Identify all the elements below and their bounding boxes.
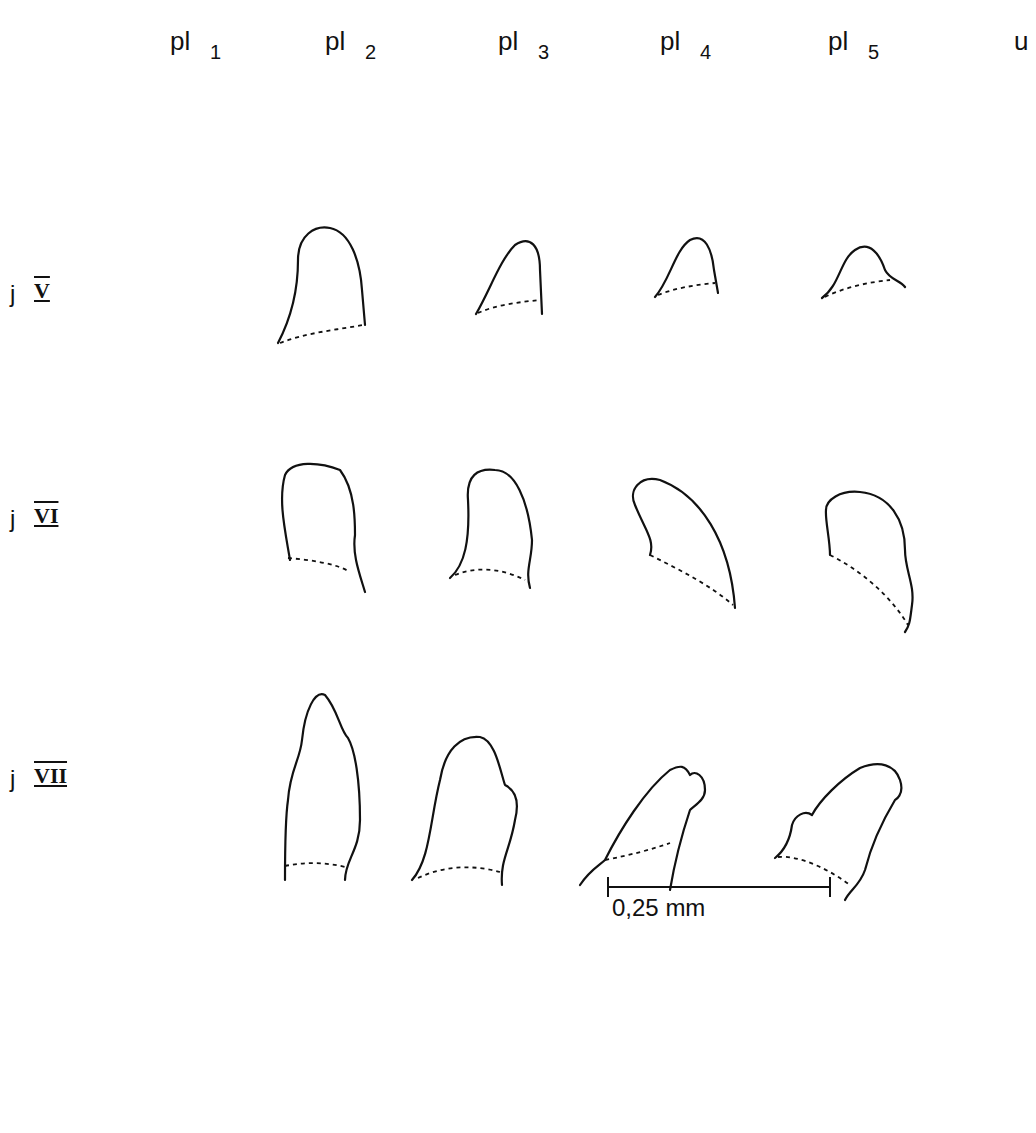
column-label: pl	[325, 28, 345, 54]
appendage-outline	[282, 464, 365, 592]
column-label: u	[1014, 28, 1028, 54]
row-label: j	[10, 282, 15, 306]
appendage-outline	[450, 470, 532, 588]
base-line	[825, 280, 890, 297]
column-subscript: 5	[868, 42, 879, 62]
column-label: pl	[498, 28, 518, 54]
column-label: pl	[170, 28, 190, 54]
stage-numeral: V	[34, 280, 50, 302]
row-label: j	[10, 767, 15, 791]
column-subscript: 3	[538, 42, 549, 62]
scale-bar-line	[608, 886, 830, 888]
base-line	[418, 867, 500, 878]
appendage-outline	[580, 767, 705, 890]
appendage-outline	[633, 479, 735, 608]
base-line	[478, 300, 540, 313]
base-line	[650, 555, 733, 605]
appendage-outline	[285, 694, 360, 880]
scale-bar-tick	[607, 877, 609, 897]
appendage-outline	[822, 247, 905, 298]
column-subscript: 2	[365, 42, 376, 62]
base-line	[288, 558, 350, 572]
base-line	[658, 283, 715, 295]
appendage-outline	[826, 492, 913, 632]
row-label: j	[10, 507, 15, 531]
base-line	[280, 325, 363, 343]
appendage-outline	[278, 227, 365, 343]
appendage-outline	[775, 764, 901, 900]
column-subscript: 4	[700, 42, 711, 62]
stage-numeral: VII	[34, 765, 67, 787]
scale-label: 0,25 mm	[612, 896, 705, 920]
base-line	[455, 570, 525, 580]
base-line	[778, 857, 850, 885]
appendage-outline	[655, 238, 718, 297]
base-line	[285, 863, 345, 867]
stage-numeral: VI	[34, 505, 58, 527]
scale-bar	[608, 877, 830, 897]
appendage-outline	[412, 737, 517, 885]
scale-bar-tick	[829, 877, 831, 897]
column-label: pl	[828, 28, 848, 54]
column-label: pl	[660, 28, 680, 54]
base-line	[830, 555, 908, 625]
appendage-outline	[476, 241, 542, 314]
base-line	[605, 843, 670, 860]
column-subscript: 1	[210, 42, 221, 62]
